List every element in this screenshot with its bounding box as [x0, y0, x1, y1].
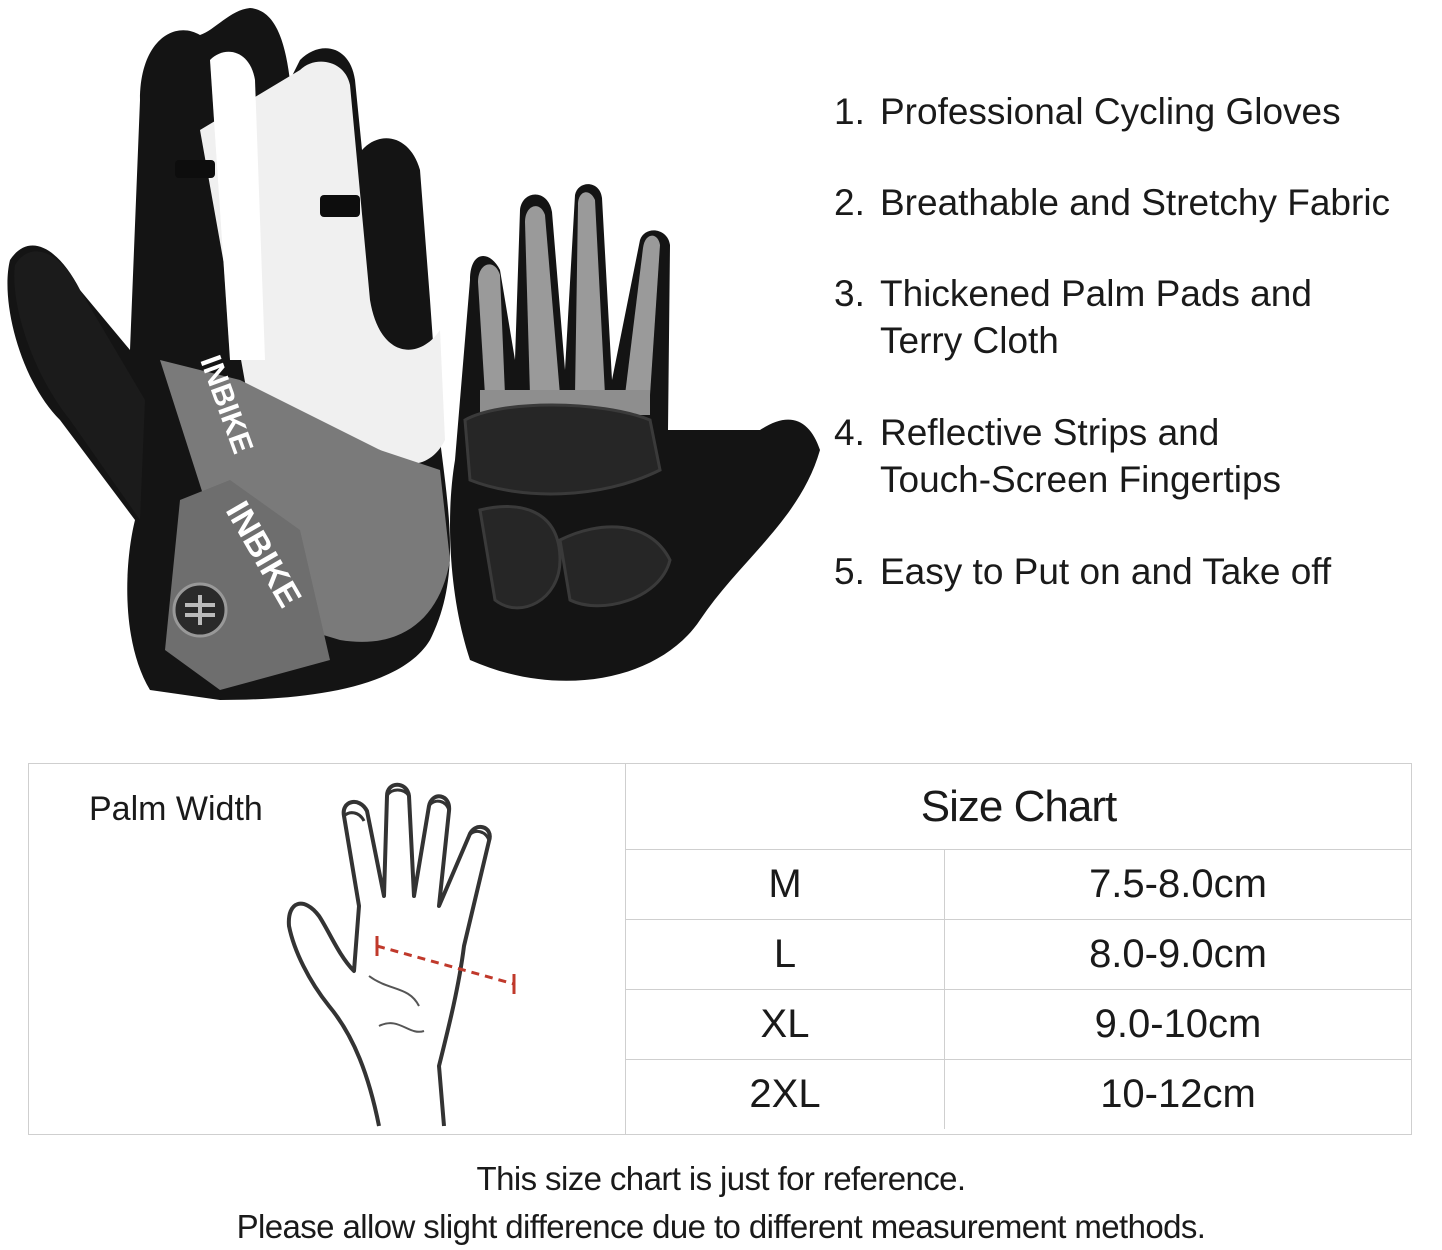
size-cell: XL: [626, 989, 945, 1060]
size-cell: M: [626, 849, 945, 920]
range-cell: 8.0-9.0cm: [944, 919, 1411, 990]
size-chart-panel: Size Chart M 7.5-8.0cm L 8.0-9.0cm XL 9.…: [626, 764, 1411, 1134]
feature-number: 5.: [834, 551, 865, 592]
feature-item-2: 2. Breathable and Stretchy Fabric: [834, 179, 1440, 226]
feature-text-line-1: Thickened Palm Pads and: [880, 273, 1312, 314]
feature-number: 1.: [834, 91, 865, 132]
feature-text: Professional Cycling Gloves: [880, 91, 1341, 132]
feature-number: 3.: [834, 273, 865, 314]
size-cell: L: [626, 919, 945, 990]
feature-item-5: 5. Easy to Put on and Take off: [834, 548, 1440, 595]
feature-item-1: 1. Professional Cycling Gloves: [834, 88, 1440, 135]
reference-note: This size chart is just for reference.: [476, 1160, 966, 1197]
table-row: XL 9.0-10cm: [626, 989, 1411, 1060]
range-cell: 9.0-10cm: [944, 989, 1411, 1060]
palm-width-measure-line: [376, 944, 515, 986]
size-table: M 7.5-8.0cm L 8.0-9.0cm XL 9.0-10cm 2XL …: [626, 849, 1411, 1129]
table-row: 2XL 10-12cm: [626, 1059, 1411, 1129]
feature-item-3: 3. Thickened Palm Pads and Terry Cloth: [834, 270, 1440, 364]
measurement-note: Please allow slight difference due to di…: [236, 1208, 1206, 1245]
feature-text: Easy to Put on and Take off: [880, 551, 1332, 592]
glove-back-view: INBIKE INBIKE: [7, 8, 450, 700]
palm-width-label: Palm Width: [89, 790, 263, 828]
size-chart-title: Size Chart: [920, 782, 1117, 831]
feature-text: Breathable and Stretchy Fabric: [880, 182, 1391, 223]
palm-width-panel: Palm Width: [29, 764, 626, 1134]
size-cell: 2XL: [626, 1059, 945, 1129]
gloves-product-image: INBIKE INBIKE: [0, 0, 830, 720]
feature-text-line-2: Touch-Screen Fingertips: [880, 459, 1282, 500]
feature-number: 2.: [834, 182, 865, 223]
range-cell: 10-12cm: [944, 1059, 1411, 1129]
feature-number: 4.: [834, 412, 865, 453]
hand-outline-icon: [286, 782, 516, 1127]
feature-list: 1. Professional Cycling Gloves 2. Breath…: [834, 88, 1440, 639]
feature-text-line-1: Reflective Strips and: [880, 412, 1220, 453]
feature-text-line-2: Terry Cloth: [880, 320, 1059, 361]
range-cell: 7.5-8.0cm: [944, 849, 1411, 920]
table-row: L 8.0-9.0cm: [626, 919, 1411, 990]
feature-item-4: 4. Reflective Strips and Touch-Screen Fi…: [834, 409, 1440, 503]
table-row: M 7.5-8.0cm: [626, 849, 1411, 920]
glove-palm-view: [450, 184, 820, 681]
size-chart-box: Palm Width Size Chart M 7.5-8.0cm L 8.0-…: [28, 763, 1412, 1135]
